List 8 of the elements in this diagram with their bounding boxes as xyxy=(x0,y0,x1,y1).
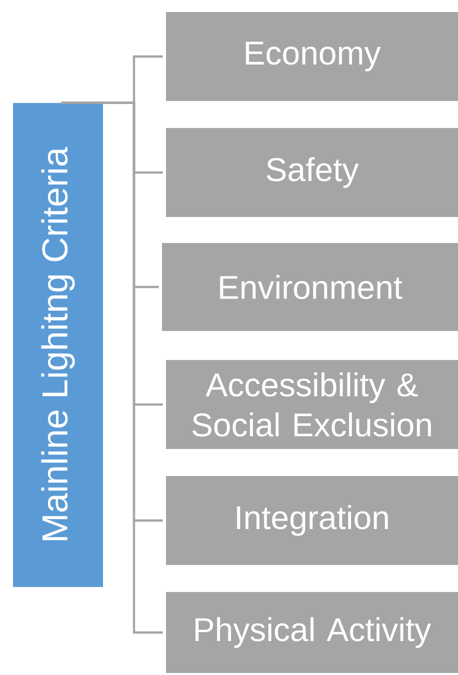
category-box: Mainline Lighitng Criteria xyxy=(13,103,103,587)
criterion-box: Safety xyxy=(166,128,458,217)
criterion-box: Accessibility & Social Exclusion xyxy=(166,360,458,449)
criterion-box: Physical Activity xyxy=(166,592,458,673)
criterion-box: Integration xyxy=(166,476,458,565)
criterion-box: Economy xyxy=(166,12,458,101)
connector-line xyxy=(61,102,163,634)
criterion-box: Environment xyxy=(162,243,458,331)
